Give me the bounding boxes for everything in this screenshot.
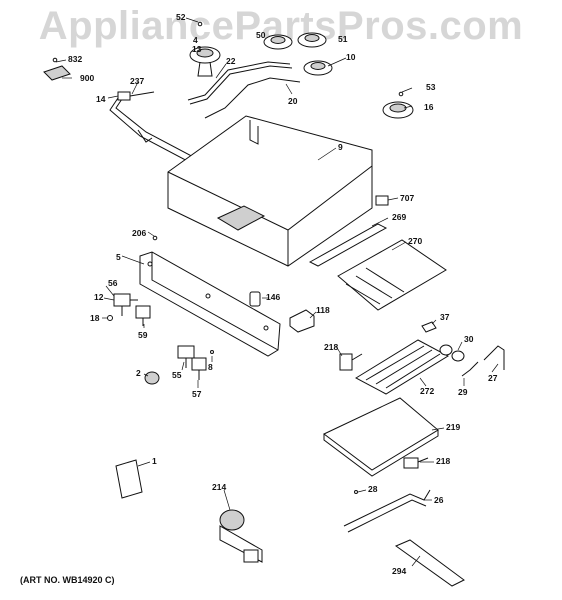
- knob-2[interactable]: [144, 371, 160, 385]
- callout-56: 56: [108, 278, 118, 288]
- screw-28[interactable]: [354, 490, 358, 494]
- callout-12: 12: [94, 292, 104, 302]
- switch-146[interactable]: [249, 291, 261, 307]
- valve-56[interactable]: [113, 293, 138, 316]
- callout-4: 4: [193, 35, 198, 45]
- orifice-30[interactable]: [439, 344, 465, 362]
- callout-270: 270: [408, 236, 422, 246]
- valve-59[interactable]: [135, 305, 151, 326]
- art-number: (ART NO. WB14920 C): [20, 575, 115, 585]
- clip-707[interactable]: [375, 195, 389, 206]
- callout-37: 37: [440, 312, 450, 322]
- callout-214: 214: [212, 482, 226, 492]
- callout-labels: 52 13 50 51 10 832 900 237 22 14 20 53 1…: [68, 12, 498, 576]
- callout-237: 237: [130, 76, 144, 86]
- callout-55: 55: [172, 370, 182, 380]
- callout-9: 9: [338, 142, 343, 152]
- callout-50: 50: [256, 30, 266, 40]
- burner-box-9[interactable]: [167, 115, 373, 267]
- surface-burner-51[interactable]: [297, 32, 327, 48]
- burner-baffle-219[interactable]: [323, 397, 439, 477]
- burner-cap-16[interactable]: [382, 101, 414, 119]
- callout-13: 13: [192, 44, 202, 54]
- oven-burner-272[interactable]: [354, 339, 450, 395]
- callout-294: 294: [392, 566, 406, 576]
- callout-14: 14: [96, 94, 106, 104]
- bracket-900[interactable]: [43, 57, 71, 81]
- screw-53[interactable]: [398, 91, 404, 97]
- callout-218: 218: [324, 342, 338, 352]
- gas-tube-22[interactable]: [187, 61, 293, 105]
- valve-55[interactable]: [177, 345, 195, 368]
- valve-57[interactable]: [191, 357, 207, 380]
- callout-28: 28: [368, 484, 378, 494]
- callout-707: 707: [400, 193, 414, 203]
- igniter-118[interactable]: [289, 309, 315, 333]
- callout-52: 52: [176, 12, 186, 22]
- callout-59: 59: [138, 330, 148, 340]
- callout-22: 22: [226, 56, 236, 66]
- broiler-plate-270[interactable]: [337, 239, 447, 311]
- gas-tube-20[interactable]: [204, 77, 301, 119]
- rail-294[interactable]: [394, 539, 465, 587]
- manifold-panel-5[interactable]: [139, 251, 281, 357]
- callout-30: 30: [464, 334, 474, 344]
- surface-burner-10[interactable]: [303, 60, 333, 76]
- callout-118: 118: [316, 305, 330, 315]
- screw-52[interactable]: [197, 21, 203, 27]
- regulator-214[interactable]: [219, 509, 263, 563]
- callout-16: 16: [424, 102, 434, 112]
- screw-8[interactable]: [210, 350, 214, 354]
- callout-8: 8: [208, 362, 213, 372]
- callout-20: 20: [288, 96, 298, 106]
- callout-146: 146: [266, 292, 280, 302]
- surface-burner-50[interactable]: [263, 34, 293, 50]
- callout-900: 900: [80, 73, 94, 83]
- igniter-218b[interactable]: [403, 457, 429, 469]
- leader-lines: [55, 17, 499, 567]
- callout-832: 832: [68, 54, 82, 64]
- shield-269[interactable]: [308, 223, 388, 267]
- callout-18: 18: [90, 313, 100, 323]
- literature-1[interactable]: [115, 459, 143, 499]
- gasket-37[interactable]: [421, 321, 437, 333]
- callout-53: 53: [426, 82, 436, 92]
- callout-1: 1: [152, 456, 157, 466]
- callout-218b: 218: [436, 456, 450, 466]
- bracket-26[interactable]: [343, 489, 431, 533]
- callout-5: 5: [116, 252, 121, 262]
- callout-51: 51: [338, 34, 348, 44]
- screw-18[interactable]: [107, 315, 113, 321]
- surface-burner-13[interactable]: [189, 46, 221, 77]
- callout-26: 26: [434, 495, 444, 505]
- oven-igniter-218[interactable]: [339, 353, 363, 371]
- callout-269: 269: [392, 212, 406, 222]
- callout-272: 272: [420, 386, 434, 396]
- callout-206: 206: [132, 228, 146, 238]
- tube-27[interactable]: [483, 345, 505, 370]
- callout-2: 2: [136, 368, 141, 378]
- screw-206[interactable]: [152, 235, 158, 241]
- callout-29: 29: [458, 387, 468, 397]
- callout-219: 219: [446, 422, 460, 432]
- callout-57: 57: [192, 389, 202, 399]
- callout-10: 10: [346, 52, 356, 62]
- callout-27: 27: [488, 373, 498, 383]
- elbow-29[interactable]: [461, 361, 479, 377]
